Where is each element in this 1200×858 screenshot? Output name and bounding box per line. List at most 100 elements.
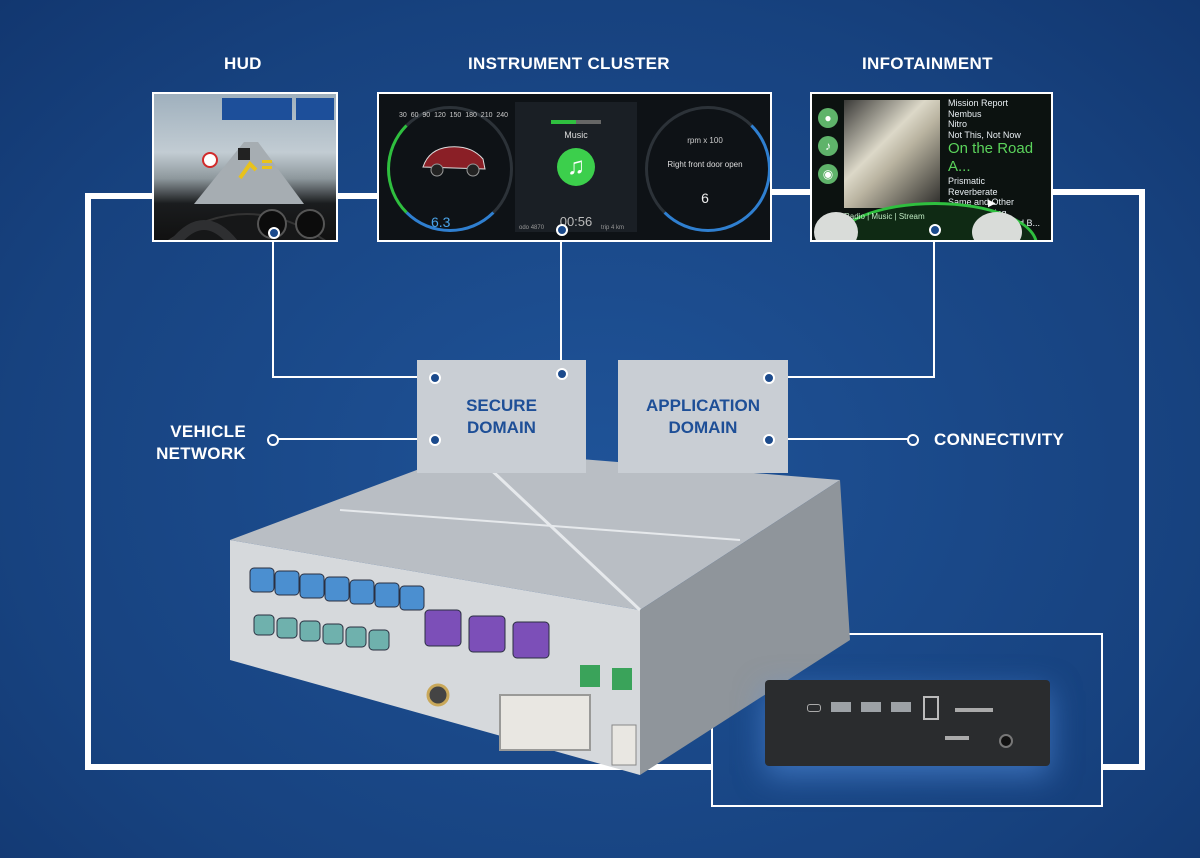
purple-connector (424, 609, 462, 647)
blue-connector (349, 579, 375, 605)
speed-ticks: 30 60 90 120 150 180 210 240 (399, 112, 508, 119)
track-item[interactable]: Not This, Not Now (948, 129, 1021, 140)
hud-to-secure-line (272, 232, 435, 378)
disc-icon: ◉ (818, 164, 838, 184)
current-track[interactable]: On the Road A... (948, 140, 1034, 175)
audio-jack (999, 734, 1013, 748)
infotainment-node (929, 224, 941, 236)
usb-c-port (807, 704, 821, 712)
application-domain-line2: DOMAIN (668, 417, 738, 437)
blue-connector (299, 573, 325, 599)
teal-connector (322, 623, 344, 645)
blue-connector (274, 570, 300, 596)
door-message: Right front door open (667, 160, 743, 169)
port-2 (861, 702, 881, 712)
music-note-icon: ♫ (557, 148, 595, 186)
hud-label: HUD (224, 54, 262, 73)
hud-bar-2 (262, 166, 272, 169)
ecu-hardware-illustration (230, 448, 850, 775)
hud-steering-wheel (170, 220, 238, 240)
connectivity-label: CONNECTIVITY (934, 430, 1065, 449)
gear-indicator: 6 (701, 190, 709, 206)
cluster-center-panel: Music ♫ 00:56 (515, 102, 637, 232)
application-domain-box: APPLICATION DOMAIN (618, 360, 788, 473)
trip-value: 4 (611, 225, 615, 231)
hud-speed-sign (202, 152, 218, 168)
hud-screen (152, 92, 338, 242)
track-item[interactable]: Prismatic (948, 176, 986, 186)
hud-node (268, 227, 280, 239)
teal-connector (253, 614, 275, 636)
blue-connector (374, 582, 400, 608)
center-music-label: Music (564, 130, 588, 140)
outer-loop-left (85, 193, 712, 770)
blue-connector (324, 576, 350, 602)
car-image-icon (422, 146, 486, 177)
info-to-application-line (768, 229, 935, 378)
purple-connector (512, 621, 550, 659)
cluster-node (556, 224, 568, 236)
trip-label: trip (601, 225, 610, 231)
track-item[interactable]: Reverberate (948, 186, 998, 197)
hud-vehicle-ahead (238, 148, 250, 160)
trip-readout: trip 4 km (601, 225, 624, 231)
odo-label: odo (519, 225, 530, 231)
tick-150: 150 (449, 112, 462, 119)
hud-turn-arrow (238, 160, 258, 180)
music-note-small-icon: ♪ (818, 136, 838, 156)
track-item[interactable]: Mission Report (948, 98, 1009, 108)
blue-connectors (249, 567, 425, 611)
infotainment-label: INFOTAINMENT (862, 54, 993, 73)
hud-road (194, 142, 304, 204)
sim-slot (945, 736, 969, 740)
track-item[interactable]: Same and Other (948, 197, 1015, 207)
track-item[interactable]: Nitro (948, 119, 968, 129)
cluster-time: 00:56 (559, 214, 593, 229)
hud-gauge-right (295, 209, 325, 239)
left-gauge-value: 6.3 (431, 214, 451, 230)
ecu-side-face (640, 480, 850, 775)
vehicle-network-line1: VEHICLE (170, 422, 246, 441)
blue-connector (249, 567, 275, 593)
teal-connector (299, 620, 321, 642)
rpm-label: rpm x 100 (687, 136, 723, 145)
speed-gauge (387, 106, 513, 232)
application-node-bottom (763, 434, 775, 446)
usb-a-port (923, 696, 939, 720)
instrument-cluster-label: INSTRUMENT CLUSTER (468, 54, 670, 73)
hud-bar-1 (262, 160, 272, 163)
teal-connector (276, 617, 298, 639)
tick-120: 120 (434, 112, 446, 119)
play-icon[interactable]: ▶ (988, 198, 996, 209)
tick-210: 210 (480, 112, 493, 119)
port-3 (891, 702, 911, 712)
rpm-gauge (645, 106, 770, 232)
track-item[interactable]: Nembus (948, 108, 982, 119)
odo-readout: odo 4870 (519, 225, 544, 231)
hud-scene (168, 98, 334, 240)
secure-domain-line1: SECURE (466, 395, 537, 415)
tick-180: 180 (465, 112, 477, 119)
secure-domain-line2: DOMAIN (467, 417, 536, 437)
vehicle-network-line2: NETWORK (156, 444, 246, 463)
infotainment-screen: ● ♪ ◉ Mission Report Nembus Nitro Not Th… (810, 92, 1053, 242)
main-connector (499, 694, 591, 751)
front-panel-photo (765, 680, 1050, 766)
antenna-jack (426, 683, 450, 707)
secure-node-bottom (429, 434, 441, 446)
teal-connector (368, 629, 390, 651)
green-connector-2 (612, 668, 632, 690)
arc-menu-label[interactable]: Radio | Music | Stream (844, 212, 925, 221)
instrument-cluster-screen: 30 60 90 120 150 180 210 240 6.3 Music ♫… (377, 92, 772, 242)
left-knob[interactable] (814, 212, 858, 240)
trip-unit: km (616, 225, 625, 231)
person-icon: ● (818, 108, 838, 128)
tick-30: 30 (399, 112, 407, 119)
right-knob[interactable] (972, 212, 1022, 240)
small-white-connector (611, 724, 637, 766)
tick-60: 60 (410, 112, 419, 119)
application-node-top (763, 372, 775, 384)
hud-road-sign-right (296, 98, 334, 120)
